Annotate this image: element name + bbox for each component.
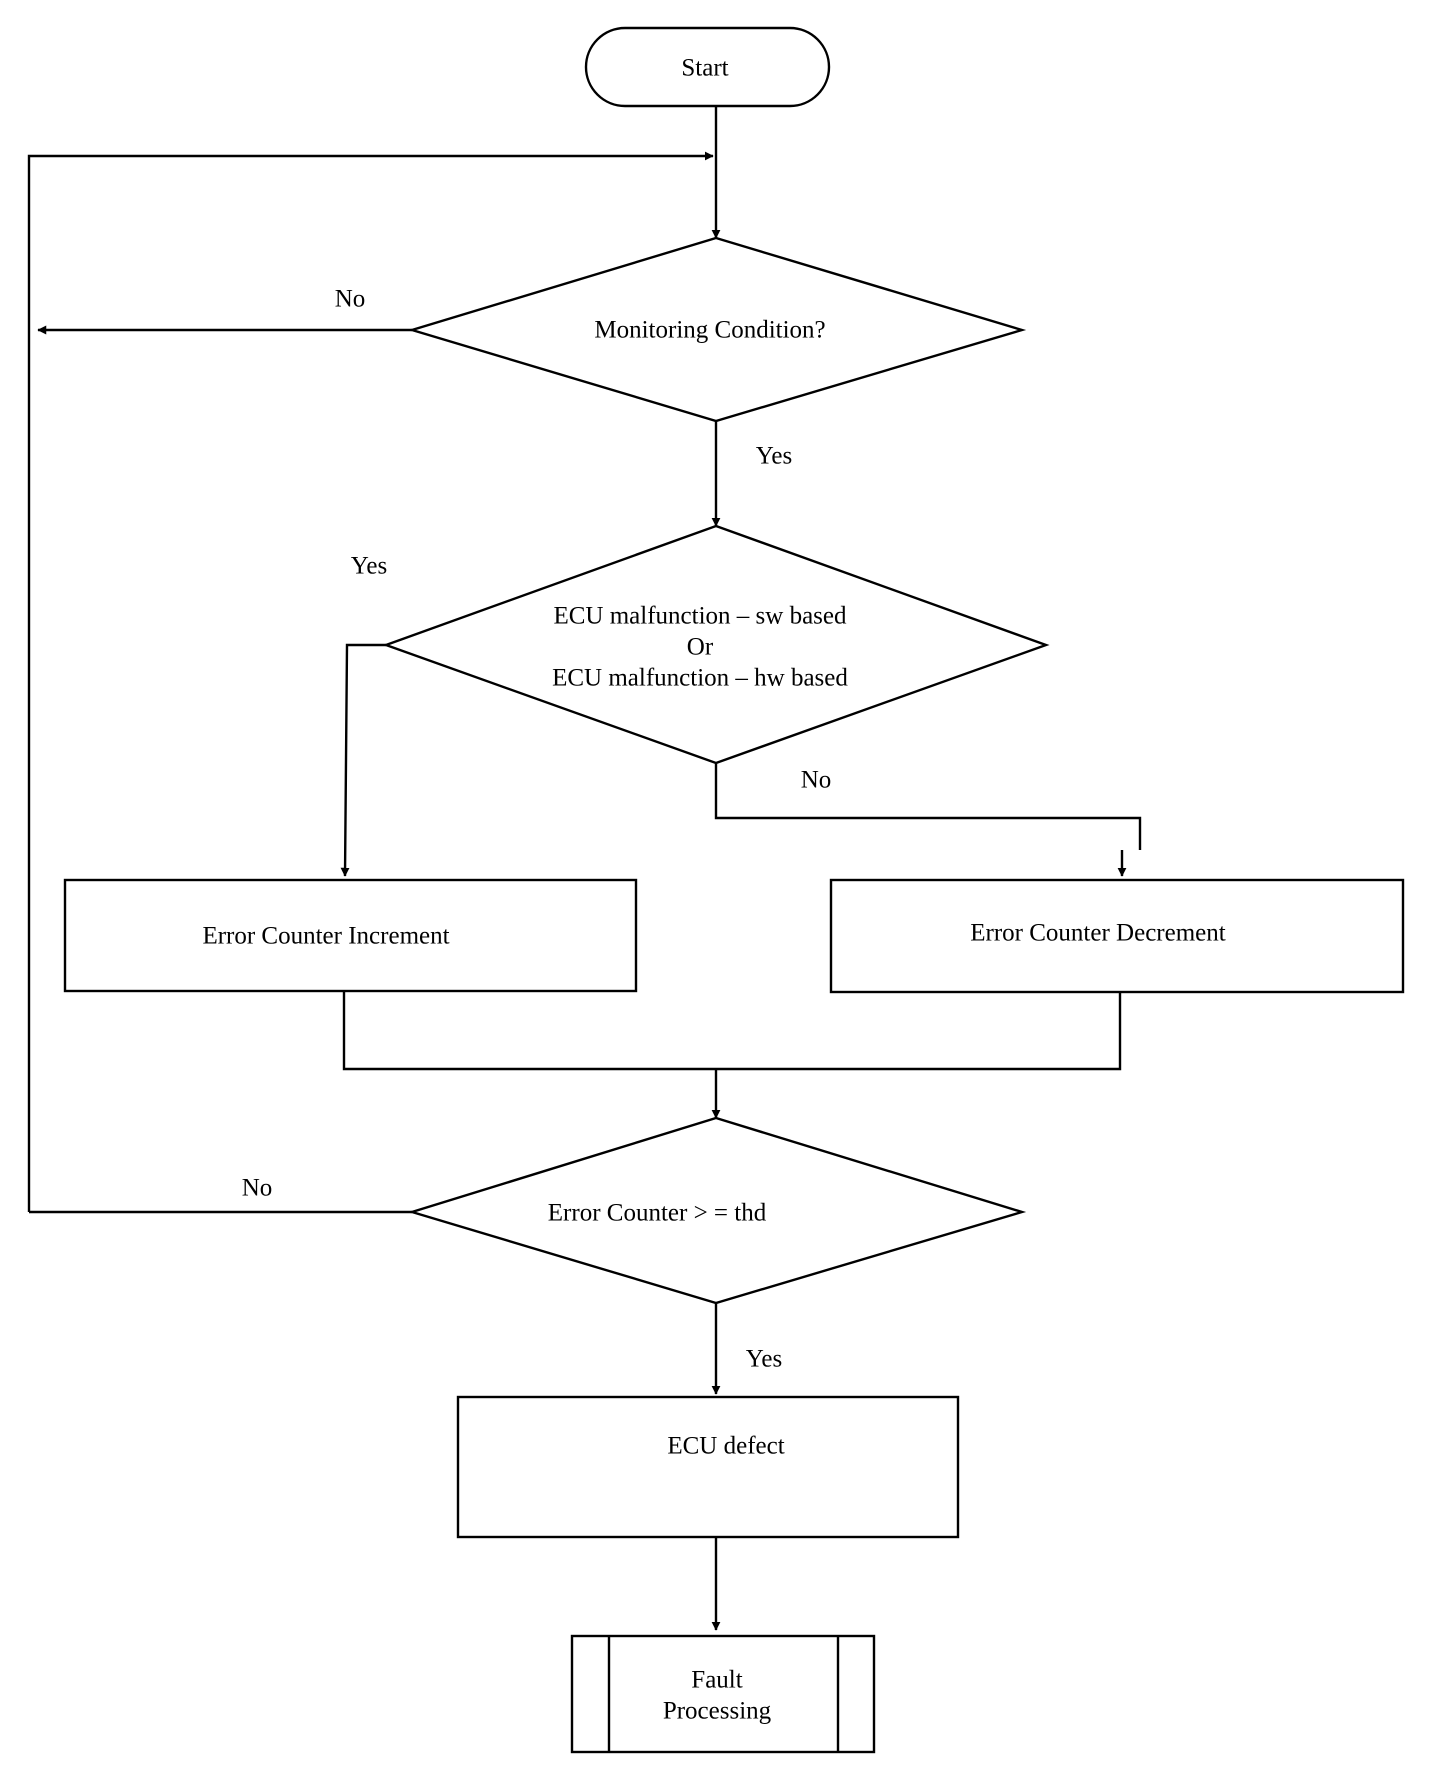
decrement-label: Error Counter Decrement [970,920,1225,947]
malfunction-label-line-1: ECU malfunction – sw based [553,603,847,630]
increment-process [63,878,638,993]
edge-loop-back [27,151,714,1212]
malfunction-label-line-2: Or [687,634,714,661]
increment-label: Error Counter Increment [202,923,449,950]
decrement-process [829,878,1405,994]
threshold-label: Error Counter > = thd [548,1200,767,1227]
start-label: Start [681,55,728,82]
fault-label-line-1: Fault [691,1667,742,1694]
fault-predefined-process [570,1634,876,1754]
threshold-decision [407,1116,1027,1305]
malfunction-decision [382,524,1050,765]
start-terminal [584,26,831,108]
edge-label-monitoring-yes: Yes [756,443,792,470]
fault-label-line-2: Processing [663,1698,772,1725]
defect-label: ECU defect [667,1433,784,1460]
defect-process [456,1395,960,1539]
edge-label-malfunction-no: No [801,767,832,794]
edge-increment-merge [342,991,1122,1071]
malfunction-label-line-3: ECU malfunction – hw based [552,665,848,692]
edge-label-malfunction-yes: Yes [351,553,387,580]
edge-label-threshold-yes: Yes [746,1346,782,1373]
edge-malfunction-no [714,763,1142,850]
edge-label-monitoring-no: No [335,286,366,313]
edge-malfunction-yes [340,643,386,877]
edge-label-threshold-no: No [242,1175,273,1202]
monitoring-decision [407,236,1027,423]
monitoring-label: Monitoring Condition? [594,317,825,344]
